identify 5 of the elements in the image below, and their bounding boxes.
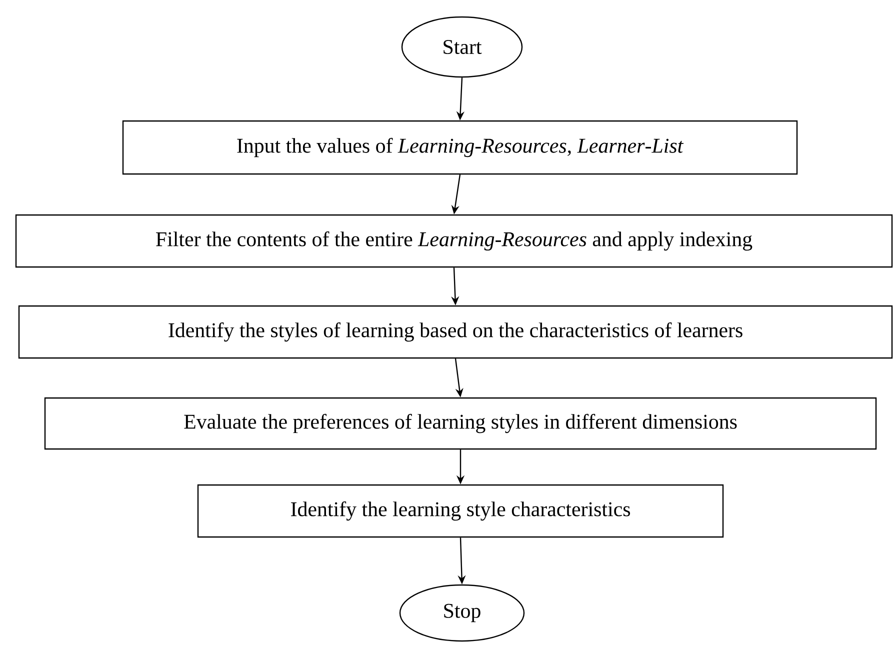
process-box: Evaluate the preferences of learning styles in different dimensions <box>44 397 877 450</box>
process-box: Identify the styles of learning based on the characteristics of learners <box>18 305 893 359</box>
process-box: Input the values of Learning-Resources, Learner-List <box>122 120 798 175</box>
process-box: Identify the learning style characteristics <box>197 484 724 538</box>
process-box: Filter the contents of the entire Learning-Resources and apply indexing <box>15 214 893 268</box>
